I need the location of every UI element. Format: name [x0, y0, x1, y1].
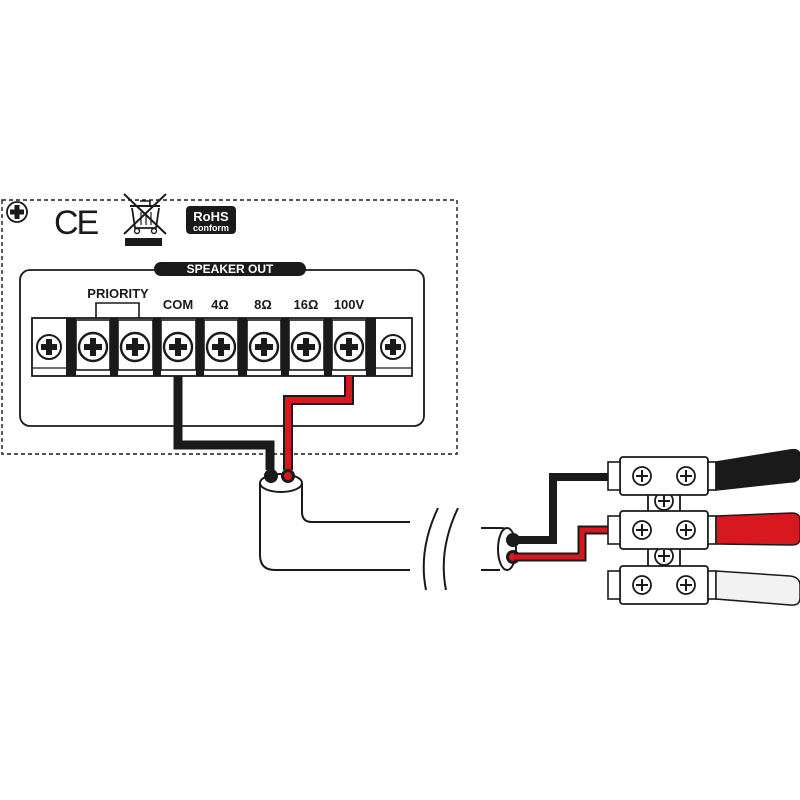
connector-link-screw-icon: [654, 546, 674, 566]
speaker-lead-black: [715, 448, 800, 491]
speaker-lead-red: [715, 512, 800, 546]
terminal-screw-4ohm-icon: [205, 331, 237, 363]
terminal-connector-block: [607, 456, 717, 605]
priority-label: PRIORITY: [87, 286, 149, 301]
end-mount-screw-right-icon: [380, 334, 406, 360]
ce-mark: CE: [54, 204, 99, 242]
terminal-screw-100v-icon: [333, 331, 365, 363]
speaker-out-label-bg: [154, 262, 306, 276]
red-wire-core: [514, 527, 622, 560]
terminal-label-100v: 100V: [334, 297, 365, 312]
black-wire-to-connector: [514, 473, 622, 544]
terminal-screw-8ohm-icon: [248, 331, 280, 363]
com-wire: [173, 376, 275, 470]
panel-mount-screw-icon: [6, 201, 28, 223]
speaker-lead-white: [715, 570, 800, 606]
cable-break-mark: [422, 507, 459, 591]
terminal-screw-com-icon: [162, 331, 194, 363]
terminal-screw-priority-2-icon: [119, 331, 151, 363]
svg-text:RoHS: RoHS: [193, 209, 229, 224]
tap-wire-100v-red-core: [285, 376, 352, 470]
terminal-label-16ohm: 16Ω: [294, 297, 319, 312]
priority-bracket: [95, 302, 140, 318]
terminal-label-8ohm: 8Ω: [254, 297, 272, 312]
connector-screw-icon: [632, 466, 696, 595]
rohs-badge: RoHS conform: [186, 206, 236, 234]
crossed-out-wheelie-bin-icon: [123, 193, 167, 246]
terminal-screw-priority-1-icon: [77, 331, 109, 363]
end-mount-screw-left-icon: [36, 334, 62, 360]
terminal-label-4ohm: 4Ω: [211, 297, 229, 312]
speaker-cable-left: [259, 469, 410, 571]
terminal-label-com: COM: [163, 297, 193, 312]
terminal-screw-16ohm-icon: [290, 331, 322, 363]
speaker-out-title: SPEAKER OUT: [187, 262, 274, 276]
svg-text:conform: conform: [193, 223, 229, 233]
speaker-cable-right: [481, 527, 520, 571]
